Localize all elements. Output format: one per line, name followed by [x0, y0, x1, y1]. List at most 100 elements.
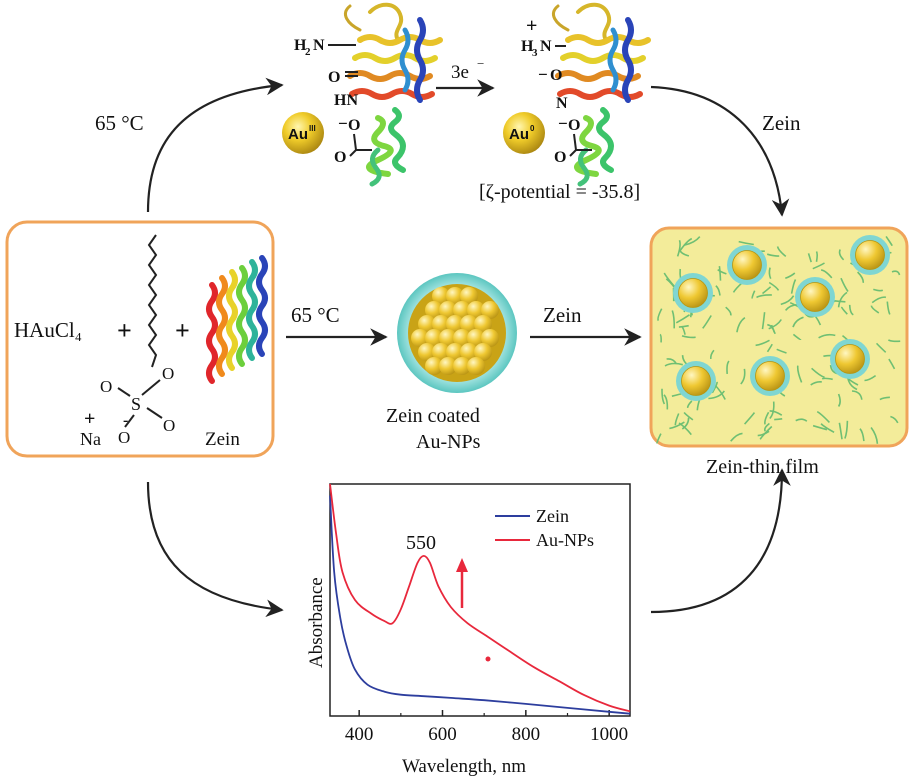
- zein-fiber: [664, 362, 684, 367]
- zein-fiber: [780, 295, 795, 306]
- zein-fiber: [678, 324, 689, 328]
- zein-fiber: [661, 388, 666, 405]
- zein-fiber: [759, 425, 773, 440]
- zein-fiber: [888, 339, 901, 343]
- arrow-top-right: [650, 85, 790, 217]
- imine-minus: −: [538, 65, 548, 84]
- zein-fiber: [812, 424, 828, 431]
- ammonium-h-sub: 3: [532, 47, 538, 59]
- zein-fiber: [821, 269, 833, 279]
- zein-fiber: [785, 272, 796, 280]
- increase-arrow-head: [456, 558, 468, 572]
- zein-fiber: [870, 305, 880, 314]
- zein-fiber: [681, 417, 690, 430]
- zein-fiber: [709, 349, 715, 359]
- zein-fiber: [807, 253, 812, 263]
- plus-sign-1: +: [117, 316, 132, 345]
- au3-sphere-icon: [282, 112, 324, 154]
- ammonium-h-label: H: [521, 38, 534, 55]
- temp-label-middle: 65 °C: [291, 303, 340, 327]
- zein-fiber: [755, 339, 770, 347]
- gold-bead: [432, 287, 450, 305]
- ammonium-plus: +: [526, 15, 537, 37]
- gold-bead: [418, 315, 436, 333]
- protein-au3-complex: H 2 N O HN Au III − O O: [282, 2, 443, 187]
- legend-label-au-nps: Au-NPs: [536, 530, 594, 550]
- series-au-nps-line: [329, 483, 631, 713]
- zein-fiber: [848, 304, 854, 316]
- zein-fiber: [820, 423, 835, 434]
- imine-n-label: N: [556, 95, 568, 112]
- x-tick-label: 800: [512, 724, 541, 745]
- plus-sign-2: +: [175, 316, 190, 345]
- zein-fiber: [837, 291, 848, 308]
- gold-bead: [439, 329, 457, 347]
- zein-fiber: [726, 360, 730, 374]
- zein-fiber: [818, 333, 836, 339]
- zein-fiber: [776, 246, 787, 258]
- zein-fiber: [821, 377, 833, 381]
- zein-fiber: [679, 237, 693, 251]
- gold-bead: [432, 315, 450, 333]
- sulfate-o-left: O: [100, 377, 112, 396]
- arrow-bottom-right: [650, 468, 791, 614]
- zein-fiber: [666, 358, 677, 364]
- gold-bead: [446, 343, 464, 361]
- np-label-line1: Zein coated: [386, 405, 480, 427]
- gold-bead: [460, 287, 478, 305]
- zein-fiber: [811, 367, 825, 379]
- film-nanoparticles: [673, 235, 890, 401]
- temp-label-top: 65 °C: [95, 111, 144, 135]
- zein-fiber: [663, 394, 669, 410]
- series-zein-line: [329, 495, 631, 715]
- carboxylate-o1: O: [568, 117, 580, 134]
- zein-fiber: [678, 249, 690, 257]
- bond-line: [124, 414, 135, 428]
- zein-fiber: [810, 380, 822, 386]
- zein-fiber: [674, 413, 680, 426]
- bond-line: [146, 407, 163, 419]
- au3-oxidation: III: [309, 124, 316, 133]
- gold-bead: [460, 343, 478, 361]
- gold-bead: [425, 301, 443, 319]
- sulfate-o-right: O: [163, 416, 175, 435]
- zein-fiber: [875, 342, 887, 353]
- gold-bead: [432, 343, 450, 361]
- zein-fiber: [744, 412, 756, 425]
- electrons-charge: −: [477, 56, 484, 71]
- zein-fiber: [671, 310, 676, 329]
- x-axis-label: Wavelength, nm: [402, 756, 526, 777]
- zein-fiber: [669, 421, 685, 430]
- gold-bead: [460, 315, 478, 333]
- zein-fiber: [870, 427, 879, 444]
- zein-fiber: [840, 277, 849, 292]
- zein-fiber: [768, 267, 772, 280]
- gold-bead: [411, 329, 429, 347]
- zein-fiber: [766, 343, 773, 353]
- zein-fiber: [659, 333, 662, 343]
- gold-bead: [474, 343, 492, 361]
- sulfate-o-bottom: O: [118, 428, 130, 447]
- thin-film-label: Zein-thin film: [706, 456, 819, 478]
- amine-h-sub: 2: [305, 46, 311, 58]
- arrow-up-left: [146, 77, 284, 213]
- gold-bead: [453, 357, 471, 375]
- zein-fiber: [676, 239, 681, 257]
- gold-bead: [418, 343, 436, 361]
- bond-line: [117, 387, 131, 397]
- bond-line: [349, 133, 372, 157]
- sodium-label: Na: [80, 429, 101, 449]
- sulfur-label: S: [131, 394, 141, 414]
- protein-au0-complex: + H 3 N − O N Au 0 − O O: [503, 2, 651, 187]
- protein-ribbon-icon: [552, 2, 651, 187]
- bond-line: [569, 133, 592, 157]
- carboxylate-o2: O: [554, 149, 566, 166]
- film-np-core: [835, 344, 865, 374]
- zein-fiber: [715, 285, 721, 296]
- series-au-marker: [485, 656, 491, 662]
- gold-bead: [453, 329, 471, 347]
- plot-frame: [329, 483, 631, 717]
- au0-sphere-icon: [503, 112, 545, 154]
- zein-fiber: [891, 270, 901, 276]
